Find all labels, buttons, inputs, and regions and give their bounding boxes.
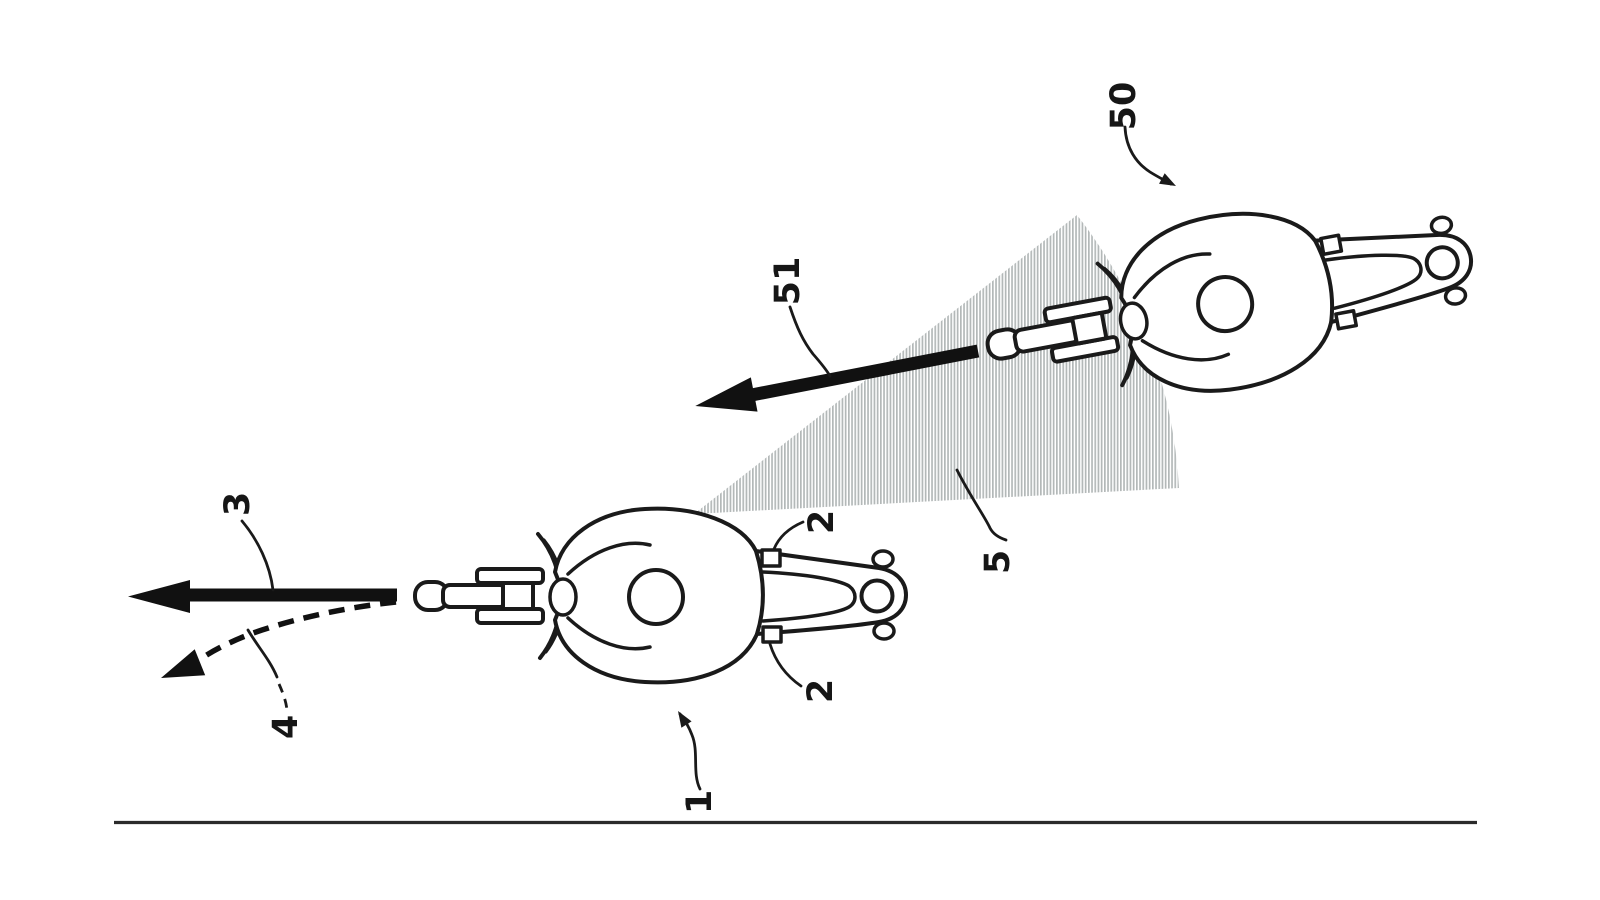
label-lower-sensor: 2: [801, 679, 841, 703]
leader-2-lower: [768, 642, 803, 688]
leader-50-arrowhead: [1159, 173, 1176, 186]
label-detection-area: 5: [978, 550, 1018, 574]
predicted-path-dashed-curve: [194, 599, 397, 665]
following-travel-arrow: [695, 344, 980, 412]
label-upper-sensor: 2: [802, 510, 842, 534]
leader-51: [788, 305, 832, 378]
leader-4-dashed: [277, 683, 289, 711]
leader-4-solid: [246, 628, 279, 679]
travel-direction-arrow: [128, 580, 397, 613]
label-predicted-path-arrow: 4: [266, 715, 306, 739]
predicted-path-arrowhead: [161, 649, 206, 678]
label-travel-direction-arrow: 3: [218, 492, 258, 516]
leader-5: [955, 468, 1008, 542]
label-host-motorcycle: 1: [680, 790, 720, 814]
label-following-travel-arrow: 51: [768, 257, 808, 306]
leader-2-upper: [772, 520, 805, 551]
leader-3: [240, 519, 275, 592]
label-following-motorcycle: 50: [1104, 82, 1144, 131]
leader-1-arrowhead: [678, 711, 692, 728]
